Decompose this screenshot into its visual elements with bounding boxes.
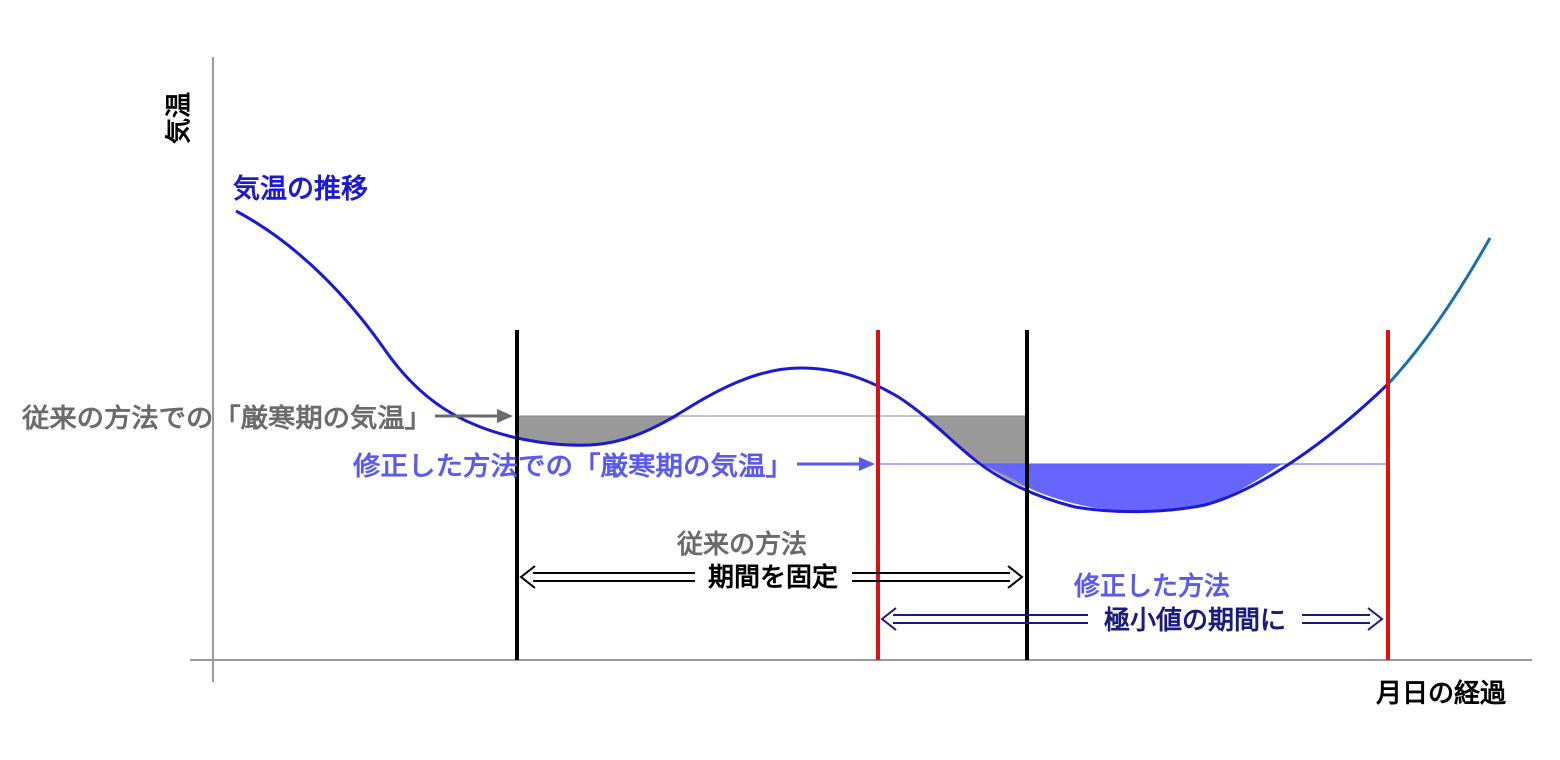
- revised-period-arrow: [880, 607, 1384, 631]
- conventional-method-label: 従来の方法: [676, 529, 807, 560]
- revised-period-label: 極小値の期間に: [1104, 606, 1286, 636]
- conventional-period-arrow: [519, 565, 1024, 589]
- conventional-temp-label: 従来の方法での「厳寒期の気温」: [21, 403, 432, 434]
- revised-temp-pointer: [797, 457, 875, 471]
- temperature-curve: [235, 209, 1390, 514]
- revised-cold-area: [980, 464, 1282, 512]
- revised-method-label: 修正した方法: [1073, 571, 1230, 602]
- conventional-cold-area: [517, 416, 680, 446]
- revised-temp-label: 修正した方法での「厳寒期の気温」: [352, 451, 793, 482]
- conventional-period-label: 期間を固定: [708, 562, 838, 593]
- curve-label: 気温の推移: [233, 173, 368, 205]
- x-axis-label: 月日の経過: [1375, 678, 1507, 709]
- conventional-temp-pointer: [435, 409, 513, 423]
- temperature-curve-end: [1386, 237, 1492, 386]
- y-axis-label: 気温: [164, 92, 195, 144]
